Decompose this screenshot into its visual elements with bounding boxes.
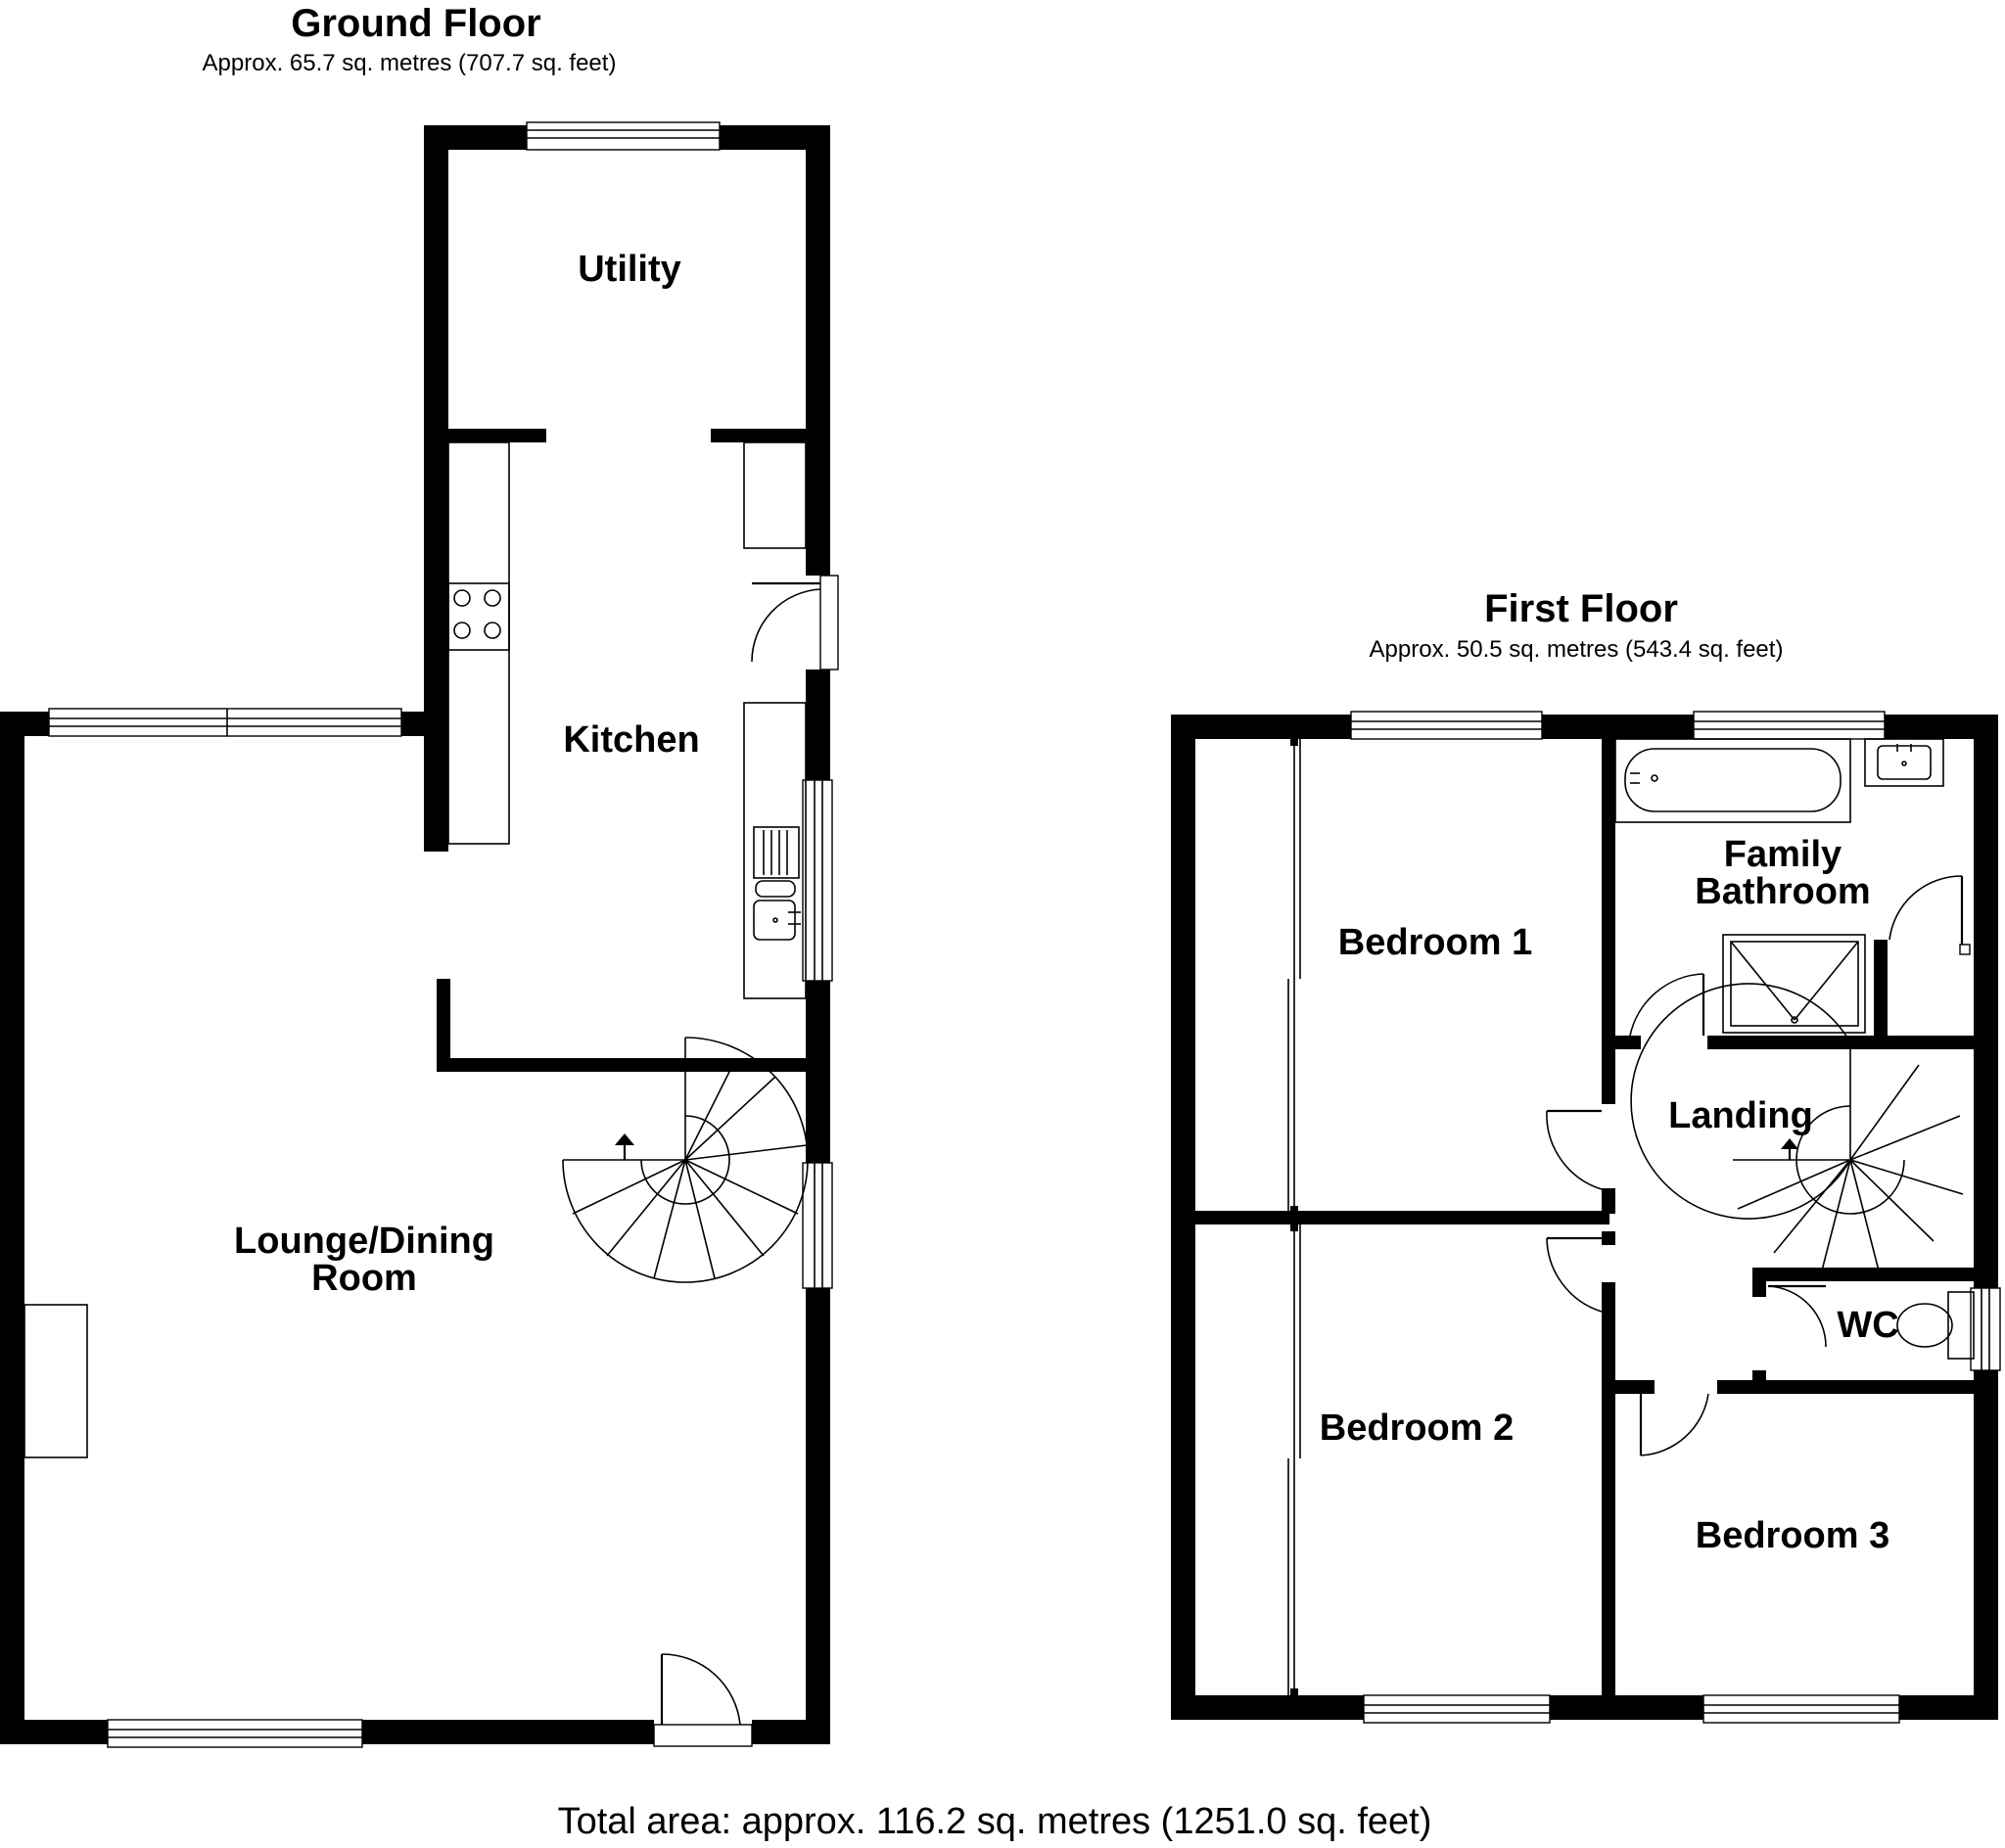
window: [1363, 1694, 1551, 1724]
window: [1970, 1287, 2001, 1371]
room-label-lounge-line1: Lounge/Dining: [234, 1221, 494, 1262]
first-floor-title: First Floor: [1484, 587, 1678, 630]
room-label-bathroom-line1: Family: [1724, 834, 1842, 875]
window: [802, 1162, 833, 1289]
window: [48, 708, 402, 737]
room-label-wc: WC: [1837, 1305, 1898, 1346]
window: [1702, 1694, 1900, 1724]
window: [107, 1719, 363, 1748]
room-label-bathroom-line2: Bathroom: [1695, 871, 1870, 912]
spiral-staircase: [1630, 983, 1964, 1275]
room-label-utility: Utility: [578, 249, 681, 290]
spiral-staircase: [562, 1037, 809, 1283]
ground-floor-title: Ground Floor: [291, 2, 541, 45]
room-label-bedroom-1: Bedroom 1: [1338, 922, 1532, 963]
ground-floor-plan: [0, 121, 839, 1748]
window: [526, 121, 721, 151]
window: [802, 779, 833, 982]
first-floor-plan: [1171, 711, 2001, 1724]
room-label-bedroom-2: Bedroom 2: [1320, 1408, 1514, 1449]
room-label-bedroom-3: Bedroom 3: [1696, 1515, 1889, 1556]
first-floor-area: Approx. 50.5 sq. metres (543.4 sq. feet): [1370, 636, 1784, 663]
window: [1693, 711, 1886, 740]
total-area: Total area: approx. 116.2 sq. metres (12…: [558, 1801, 1432, 1842]
room-label-kitchen: Kitchen: [563, 719, 699, 761]
ground-floor-area: Approx. 65.7 sq. metres (707.7 sq. feet): [203, 50, 617, 76]
window: [1350, 711, 1543, 740]
room-label-landing: Landing: [1668, 1095, 1813, 1136]
room-label-lounge-line2: Room: [311, 1258, 417, 1299]
